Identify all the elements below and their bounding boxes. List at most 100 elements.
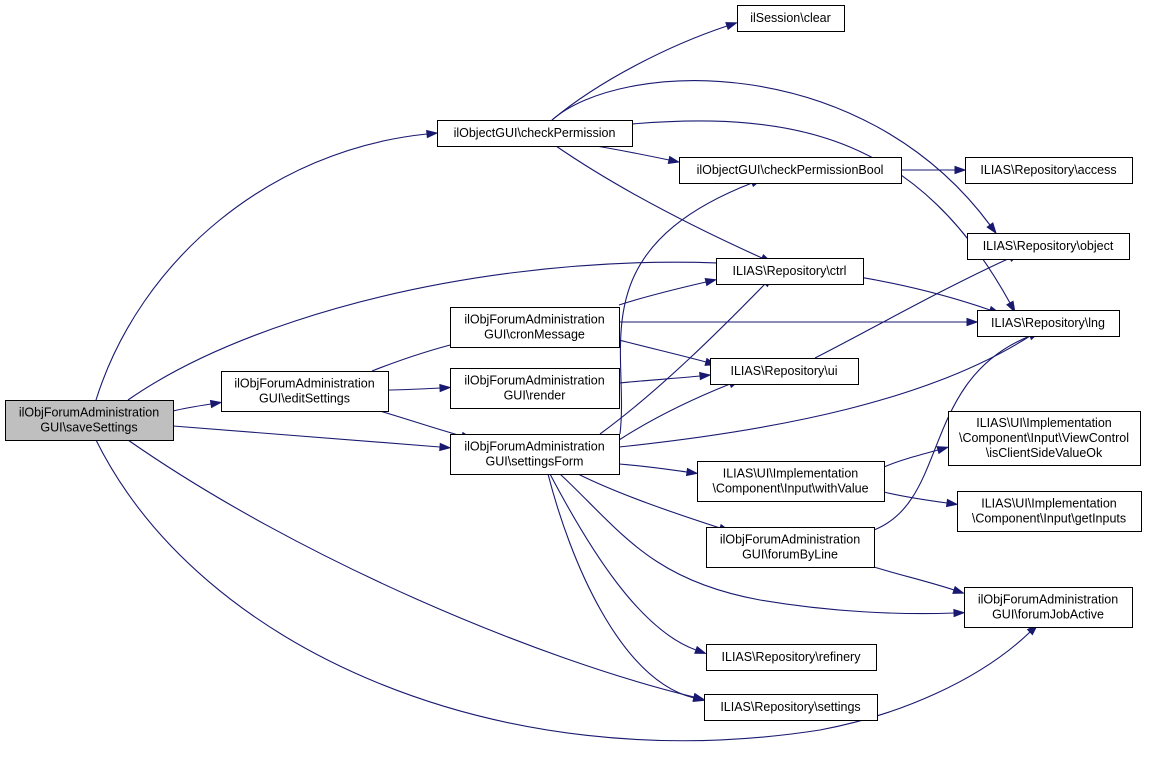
node-checkPermissionBool[interactable]: ilObjectGUI\checkPermissionBool bbox=[679, 157, 902, 184]
node-box bbox=[450, 368, 620, 409]
node-label-line: ilSession\clear bbox=[750, 11, 831, 25]
edge-line bbox=[883, 491, 948, 504]
node-label-line: GUI\editSettings bbox=[259, 392, 350, 406]
node-object[interactable]: ILIAS\Repository\object bbox=[967, 233, 1130, 260]
edge-line bbox=[551, 25, 728, 121]
arrowhead-icon bbox=[439, 442, 452, 452]
node-box bbox=[977, 310, 1120, 337]
arrowhead-icon bbox=[209, 399, 223, 409]
edge-line bbox=[618, 281, 707, 306]
node-label-line: ilObjForumAdministration bbox=[720, 533, 860, 547]
node-box bbox=[716, 258, 864, 285]
node-box bbox=[967, 233, 1130, 260]
node-box bbox=[679, 157, 902, 184]
node-label-line: GUI\saveSettings bbox=[40, 421, 137, 435]
edge-line bbox=[618, 463, 688, 473]
node-box bbox=[704, 694, 878, 721]
node-isClientSideValueOk[interactable]: ILIAS\UI\Implementation\Component\Input\… bbox=[948, 411, 1141, 466]
node-label-line: ILIAS\UI\Implementation bbox=[976, 416, 1112, 430]
edge-line bbox=[618, 383, 731, 441]
edge-line bbox=[873, 335, 1031, 531]
node-label-line: ilObjForumAdministration bbox=[464, 440, 604, 454]
node-box bbox=[948, 411, 1141, 466]
arrowhead-icon bbox=[725, 22, 738, 31]
edge-line bbox=[172, 403, 212, 412]
node-sessionClear[interactable]: ilSession\clear bbox=[737, 5, 845, 32]
edge-line bbox=[873, 566, 955, 591]
node-ctrl[interactable]: ILIAS\Repository\ctrl bbox=[716, 258, 864, 285]
node-box bbox=[221, 371, 389, 412]
node-box bbox=[964, 587, 1133, 628]
node-label-line: ilObjForumAdministration bbox=[19, 406, 159, 420]
edge-line bbox=[172, 425, 441, 448]
edge-line bbox=[371, 342, 459, 372]
arrowhead-icon bbox=[439, 383, 452, 393]
node-refinery[interactable]: ILIAS\Repository\refinery bbox=[706, 644, 877, 671]
arrowhead-icon bbox=[936, 446, 950, 455]
edge-saveSettings-to-editSettings bbox=[172, 399, 223, 412]
edge-line bbox=[549, 473, 697, 651]
node-label-line: ILIAS\Repository\ui bbox=[731, 364, 838, 378]
node-label-line: ILIAS\UI\Implementation bbox=[723, 467, 859, 481]
edge-line bbox=[814, 257, 1011, 359]
arrowhead-icon bbox=[694, 645, 707, 654]
edge-forumByLine-to-forumJobActive bbox=[873, 566, 965, 594]
edge-cronMessage-to-ctrl bbox=[618, 278, 718, 306]
edge-render-to-ui bbox=[618, 371, 712, 384]
node-getInputs[interactable]: ILIAS\UI\Implementation\Component\Input\… bbox=[957, 491, 1142, 532]
edge-line bbox=[618, 335, 1031, 448]
node-withValue[interactable]: ILIAS\UI\Implementation\Component\Input\… bbox=[697, 461, 885, 502]
node-box bbox=[965, 157, 1133, 184]
node-label-line: ILIAS\UI\Implementation bbox=[981, 497, 1117, 511]
edge-checkPermissionBool-to-access bbox=[901, 165, 967, 175]
edge-editSettings-to-render bbox=[387, 383, 452, 393]
edge-line bbox=[555, 145, 763, 259]
node-box bbox=[5, 400, 174, 441]
edge-checkPermission-to-sessionClear bbox=[551, 22, 738, 121]
node-settings[interactable]: ILIAS\Repository\settings bbox=[704, 694, 878, 721]
edge-saveSettings-to-forumJobActive bbox=[95, 439, 1039, 742]
node-label-line: \isClientSideValueOk bbox=[986, 446, 1103, 460]
node-ui[interactable]: ILIAS\Repository\ui bbox=[710, 358, 859, 385]
edge-line bbox=[618, 375, 701, 384]
arrowhead-icon bbox=[667, 155, 681, 165]
edge-saveSettings-to-settings bbox=[127, 439, 706, 701]
node-forumJobActive[interactable]: ilObjForumAdministrationGUI\forumJobActi… bbox=[964, 587, 1133, 628]
node-access[interactable]: ILIAS\Repository\access bbox=[965, 157, 1133, 184]
node-label-line: \Component\Input\withValue bbox=[712, 482, 868, 496]
edge-settingsForm-to-forumJobActive bbox=[559, 473, 966, 618]
arrowhead-icon bbox=[986, 222, 997, 235]
node-label-line: GUI\settingsForm bbox=[486, 455, 584, 469]
node-box bbox=[437, 120, 633, 147]
edge-line bbox=[619, 182, 753, 435]
node-label-line: GUI\forumJobActive bbox=[992, 608, 1104, 622]
node-label-line: ILIAS\Repository\access bbox=[980, 163, 1116, 177]
edge-line bbox=[559, 473, 955, 615]
edge-settingsForm-to-refinery bbox=[549, 473, 707, 654]
node-label-line: GUI\forumByLine bbox=[742, 548, 838, 562]
node-checkPermission[interactable]: ilObjectGUI\checkPermission bbox=[437, 120, 633, 147]
edge-line bbox=[595, 145, 670, 161]
arrowhead-icon bbox=[966, 317, 979, 327]
edge-cronMessage-to-ui bbox=[618, 339, 718, 366]
node-lng[interactable]: ILIAS\Repository\lng bbox=[977, 310, 1120, 337]
node-label-line: ilObjectGUI\checkPermission bbox=[454, 126, 616, 140]
arrowhead-icon bbox=[952, 585, 965, 594]
arrowhead-icon bbox=[954, 165, 967, 175]
node-label-line: ILIAS\Repository\lng bbox=[991, 316, 1105, 330]
edge-line bbox=[387, 387, 441, 391]
node-label-line: GUI\render bbox=[504, 389, 566, 403]
node-box bbox=[710, 358, 859, 385]
edge-line bbox=[599, 283, 766, 435]
edge-settingsForm-to-withValue bbox=[618, 463, 699, 477]
node-label-line: ILIAS\Repository\ctrl bbox=[733, 264, 847, 278]
edge-line bbox=[95, 439, 1031, 742]
node-box bbox=[706, 527, 875, 568]
